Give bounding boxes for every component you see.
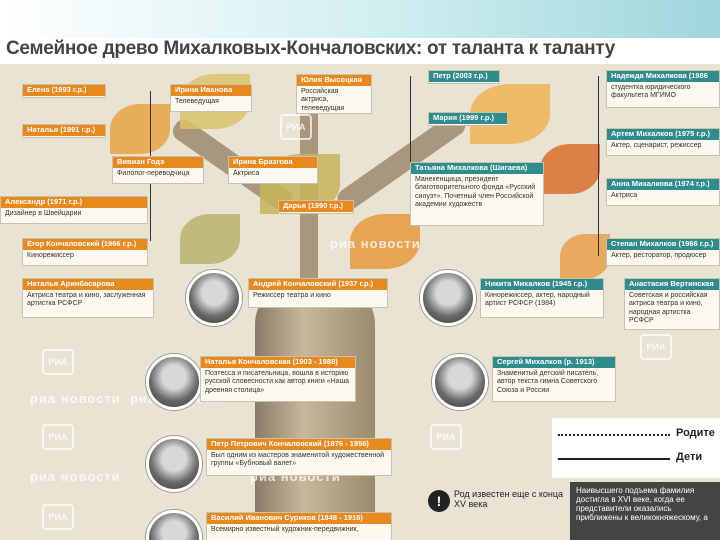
person-card: Артем Михалков (1975 г.р.) Актер, сценар…: [606, 128, 720, 156]
person-card: Вивиан Годэ Филолог-переводчица: [112, 156, 204, 184]
person-name: Дарья (1990 г.р.): [279, 201, 353, 212]
history-note-box: Наивысшего подъема фамилия достигла в XV…: [570, 482, 720, 540]
connector-line: [598, 76, 599, 256]
person-name: Ирина Бразгова: [229, 157, 317, 168]
person-card: Анастасия Вертинская Советская и российс…: [624, 278, 720, 330]
legend-parents-label: Родите: [676, 427, 715, 439]
person-card: Елена (1993 г.р.): [22, 84, 106, 98]
page-title: Семейное древо Михалковых-Кончаловских: …: [6, 38, 615, 60]
person-name: Вивиан Годэ: [113, 157, 203, 168]
person-desc: Кинорежиссер, актер, народный артист РСФ…: [481, 290, 603, 311]
person-desc: Советская и российская актриса театра и …: [625, 290, 719, 328]
person-desc: Кинорежиссер: [23, 250, 147, 263]
person-card: Егор Кончаловский (1966 г.р.) Кинорежисс…: [22, 238, 148, 266]
person-name: Елена (1993 г.р.): [23, 85, 105, 96]
exclamation-icon: !: [428, 490, 450, 512]
person-desc: Дизайнер в Швейцарии: [1, 208, 147, 221]
person-desc: Манекенщица, президент благотворительног…: [411, 174, 543, 212]
person-card: Александр (1971 г.р.) Дизайнер в Швейцар…: [0, 196, 148, 224]
portrait-photo: [146, 354, 202, 410]
tree-trunk: [255, 284, 375, 540]
person-desc: Актер, сценарист, режиссер: [607, 140, 719, 153]
person-name: Анастасия Вертинская: [625, 279, 719, 290]
watermark-text: риа новости: [30, 391, 121, 406]
person-desc: Был одним из мастеров знаменитой художес…: [207, 450, 391, 471]
person-name: Александр (1971 г.р.): [1, 197, 147, 208]
person-name: Анна Михалкова (1974 г.р.): [607, 179, 719, 190]
ria-logo: РИА: [42, 424, 74, 450]
person-name: Егор Кончаловский (1966 г.р.): [23, 239, 147, 250]
person-name: Петр Петрович Кончаловский (1876 - 1956): [207, 439, 391, 450]
person-name: Артем Михалков (1975 г.р.): [607, 129, 719, 140]
legend: Родите Дети: [552, 418, 720, 478]
person-card: Дарья (1990 г.р.): [278, 200, 354, 214]
person-name: Мария (1999 г.р.): [429, 113, 507, 124]
ria-logo: РИА: [42, 349, 74, 375]
person-card: Ирина Бразгова Актриса: [228, 156, 318, 184]
person-card: Анна Михалкова (1974 г.р.) Актриса: [606, 178, 720, 206]
person-desc: Поэтесса и писательница, вошла в историю…: [201, 368, 355, 398]
person-card: Мария (1999 г.р.): [428, 112, 508, 126]
watermark-text: риа новости: [30, 469, 121, 484]
person-card: Наталья Кончаловская (1903 - 1988) Поэте…: [200, 356, 356, 402]
person-name: Степан Михалков (1966 г.р.): [607, 239, 719, 250]
person-card: Наталья Аринбасарова Актриса театра и ки…: [22, 278, 154, 318]
ria-logo: РИА: [430, 424, 462, 450]
person-desc: Актер, ресторатор, продюсер: [607, 250, 719, 263]
person-name: Сергей Михалков (р. 1913): [493, 357, 615, 368]
ria-logo: РИА: [280, 114, 312, 140]
person-card: Ирина Иванова Телеведущая: [170, 84, 252, 112]
person-card: Петр Петрович Кончаловский (1876 - 1956)…: [206, 438, 392, 476]
person-desc: Актриса: [607, 190, 719, 203]
leaf-cluster: [180, 214, 240, 264]
person-card: Надежда Михалкова (1986 студентка юридич…: [606, 70, 720, 108]
person-desc: Филолог-переводчица: [113, 168, 203, 181]
person-desc: Знаменитый детский писатель, автор текст…: [493, 368, 615, 398]
person-card: Наталья (1991 г.р.): [22, 124, 106, 138]
person-name: Наталья (1991 г.р.): [23, 125, 105, 136]
portrait-photo: [420, 270, 476, 326]
person-name: Петр (2003 г.р.): [429, 71, 499, 82]
leaf-cluster: [540, 144, 600, 194]
leaf-cluster: [110, 104, 170, 154]
person-card: Сергей Михалков (р. 1913) Знаменитый дет…: [492, 356, 616, 402]
connector-line: [410, 76, 411, 166]
person-desc: Режиссер театра и кино: [249, 290, 387, 303]
person-desc: Актриса: [229, 168, 317, 181]
person-name: Наталья Аринбасарова: [23, 279, 153, 290]
person-name: Наталья Кончаловская (1903 - 1988): [201, 357, 355, 368]
ria-logo: РИА: [640, 334, 672, 360]
person-desc: Всемирно известный художник-передвижник,: [207, 524, 391, 537]
portrait-photo: [146, 510, 202, 540]
legend-children-line: [558, 458, 670, 460]
watermark-text: риа новости: [330, 236, 421, 251]
person-name: Андрей Кончаловский (1937 г.р.): [249, 279, 387, 290]
portrait-photo: [432, 354, 488, 410]
person-desc: Телеведущая: [171, 96, 251, 109]
person-name: Татьяна Михалкова (Шигаева): [411, 163, 543, 174]
person-card: Петр (2003 г.р.): [428, 70, 500, 84]
leaf-cluster: [560, 234, 610, 279]
person-desc: Российская актриса, телеведущая: [297, 86, 371, 116]
person-card: Андрей Кончаловский (1937 г.р.) Режиссер…: [248, 278, 388, 308]
person-name: Никита Михалков (1945 г.р.): [481, 279, 603, 290]
person-card: Никита Михалков (1945 г.р.) Кинорежиссер…: [480, 278, 604, 318]
portrait-photo: [146, 436, 202, 492]
person-name: Надежда Михалкова (1986: [607, 71, 719, 82]
person-name: Ирина Иванова: [171, 85, 251, 96]
person-card: Василий Иванович Суриков (1848 - 1916) В…: [206, 512, 392, 540]
ria-logo: РИА: [42, 504, 74, 530]
person-desc: студентка юридического факультета МГИМО: [607, 82, 719, 103]
header-gradient-bar: [0, 0, 720, 38]
person-name: Василий Иванович Суриков (1848 - 1916): [207, 513, 391, 524]
person-name: Юлия Высоцкая: [297, 75, 371, 86]
person-card: Татьяна Михалкова (Шигаева) Манекенщица,…: [410, 162, 544, 226]
person-card: Степан Михалков (1966 г.р.) Актер, ресто…: [606, 238, 720, 266]
portrait-photo: [186, 270, 242, 326]
legend-children-label: Дети: [676, 451, 702, 463]
origin-note: Род известен еще с конца XV века: [454, 489, 564, 509]
person-card: Юлия Высоцкая Российская актриса, телеве…: [296, 74, 372, 114]
legend-parents-line: [558, 434, 670, 436]
person-desc: Актриса театра и кино, заслуженная артис…: [23, 290, 153, 311]
